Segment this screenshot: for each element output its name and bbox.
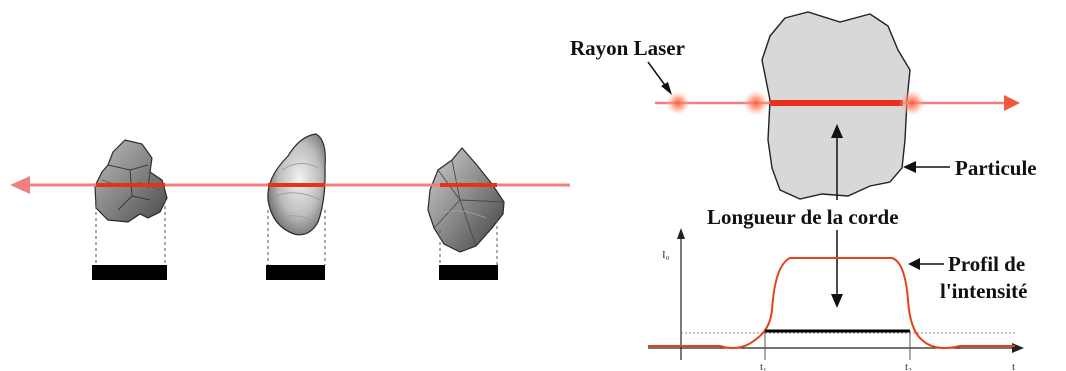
left-panel <box>10 133 570 280</box>
graph-x-axis-arrowhead <box>1012 343 1024 353</box>
label-laser-beam: Rayon Laser <box>570 36 685 60</box>
particle-3 <box>427 147 505 253</box>
laser-spot-3 <box>899 90 925 116</box>
profile-pointer-arrowhead <box>908 258 920 270</box>
right-panel: Rayon Laser Particule Longueur de la cor… <box>570 11 1037 371</box>
left-laser-arrowhead <box>10 176 30 194</box>
label-particle: Particule <box>955 156 1037 180</box>
intensity-graph: I₀ t₁ t₂ t <box>648 228 1024 371</box>
graph-t1-label: t₁ <box>760 361 767 371</box>
laser-spot-1 <box>666 91 690 115</box>
particle-1 <box>94 139 168 223</box>
chord-bar-2 <box>266 265 325 280</box>
chord-link-arrow-up <box>831 124 843 138</box>
chord-link-arrow-down <box>831 294 843 308</box>
label-chord-length: Longueur de la corde <box>707 205 899 229</box>
chord-bar-3 <box>439 265 498 280</box>
laser-pointer-line <box>647 61 668 89</box>
laser-spot-2 <box>743 90 769 116</box>
chord-bar-1 <box>92 265 167 280</box>
label-profile-line2: l'intensité <box>940 279 1028 303</box>
particle-pointer-arrowhead <box>903 161 916 173</box>
graph-t2-label: t₂ <box>905 361 912 371</box>
graph-y-label: I₀ <box>662 249 670 261</box>
laser-pointer-arrowhead <box>661 82 672 95</box>
graph-y-axis-arrowhead <box>677 228 685 239</box>
label-profile-line1: Profil de <box>948 252 1025 276</box>
projection-lines <box>95 200 498 265</box>
graph-t-axis-label: t <box>1012 361 1015 371</box>
intensity-curve <box>648 257 1015 349</box>
right-laser-arrowhead <box>1004 95 1020 111</box>
